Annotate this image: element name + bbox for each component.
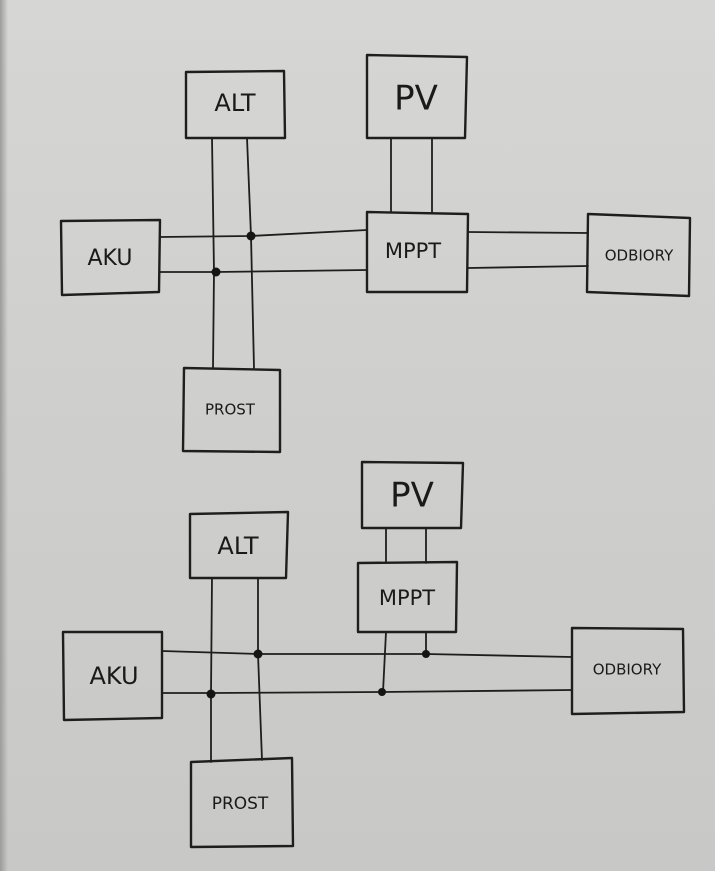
block-mppt-label: MPPT (385, 239, 441, 263)
junction-dot (422, 650, 430, 658)
block-odbiory-label: ODBIORY (605, 247, 674, 265)
block-odbiory (570, 626, 686, 716)
wire-aku-upper (159, 229, 368, 238)
block-pv (365, 53, 469, 140)
block-prost-label: PROST (212, 794, 269, 814)
block-aku-label: AKU (88, 246, 133, 271)
block-pv-label: PV (394, 79, 438, 119)
block-pv (360, 460, 465, 530)
junction-dot (246, 231, 256, 241)
wire-alt-left (210, 577, 213, 763)
block-prost (189, 756, 295, 849)
block-alt-label: ALT (214, 89, 255, 117)
wire-mppt-left (382, 631, 387, 693)
block-mppt-label: MPPT (379, 586, 435, 610)
block-odbiory-label: ODBIORY (593, 661, 662, 679)
block-aku-label: AKU (89, 662, 138, 690)
paper-edge-shadow (0, 0, 8, 871)
wire-mppt-odbiory-upper (467, 231, 589, 234)
wire-alt-left (211, 137, 215, 369)
wire-aku-lower (159, 269, 368, 273)
wire-alt-right (246, 137, 255, 369)
junction-dot (253, 649, 263, 659)
block-alt (188, 510, 290, 580)
wire-aku-odbiory-upper (161, 650, 573, 658)
junction-dot (211, 267, 221, 277)
block-alt (184, 69, 287, 140)
wire-aku-odbiory-lower (161, 689, 573, 694)
block-odbiory (585, 212, 692, 298)
diagram-top: ALT PV AKU MPPT ODBIORY PROST (59, 53, 692, 454)
block-prost-label: PROST (205, 401, 256, 419)
block-aku (59, 218, 162, 297)
block-pv-label: PV (390, 476, 434, 516)
wire-mppt-odbiory-lower (467, 265, 589, 269)
wire-alt-right (257, 577, 263, 761)
junction-dot (378, 688, 386, 696)
block-prost (181, 366, 282, 454)
block-mppt (365, 210, 470, 294)
block-mppt (356, 560, 459, 634)
junction-dot (206, 689, 216, 699)
diagram-top-wires (159, 137, 589, 369)
diagram-bottom: PV ALT MPPT AKU ODBIORY PROST (61, 460, 686, 849)
block-alt-label: ALT (217, 532, 258, 560)
block-aku (61, 630, 164, 722)
